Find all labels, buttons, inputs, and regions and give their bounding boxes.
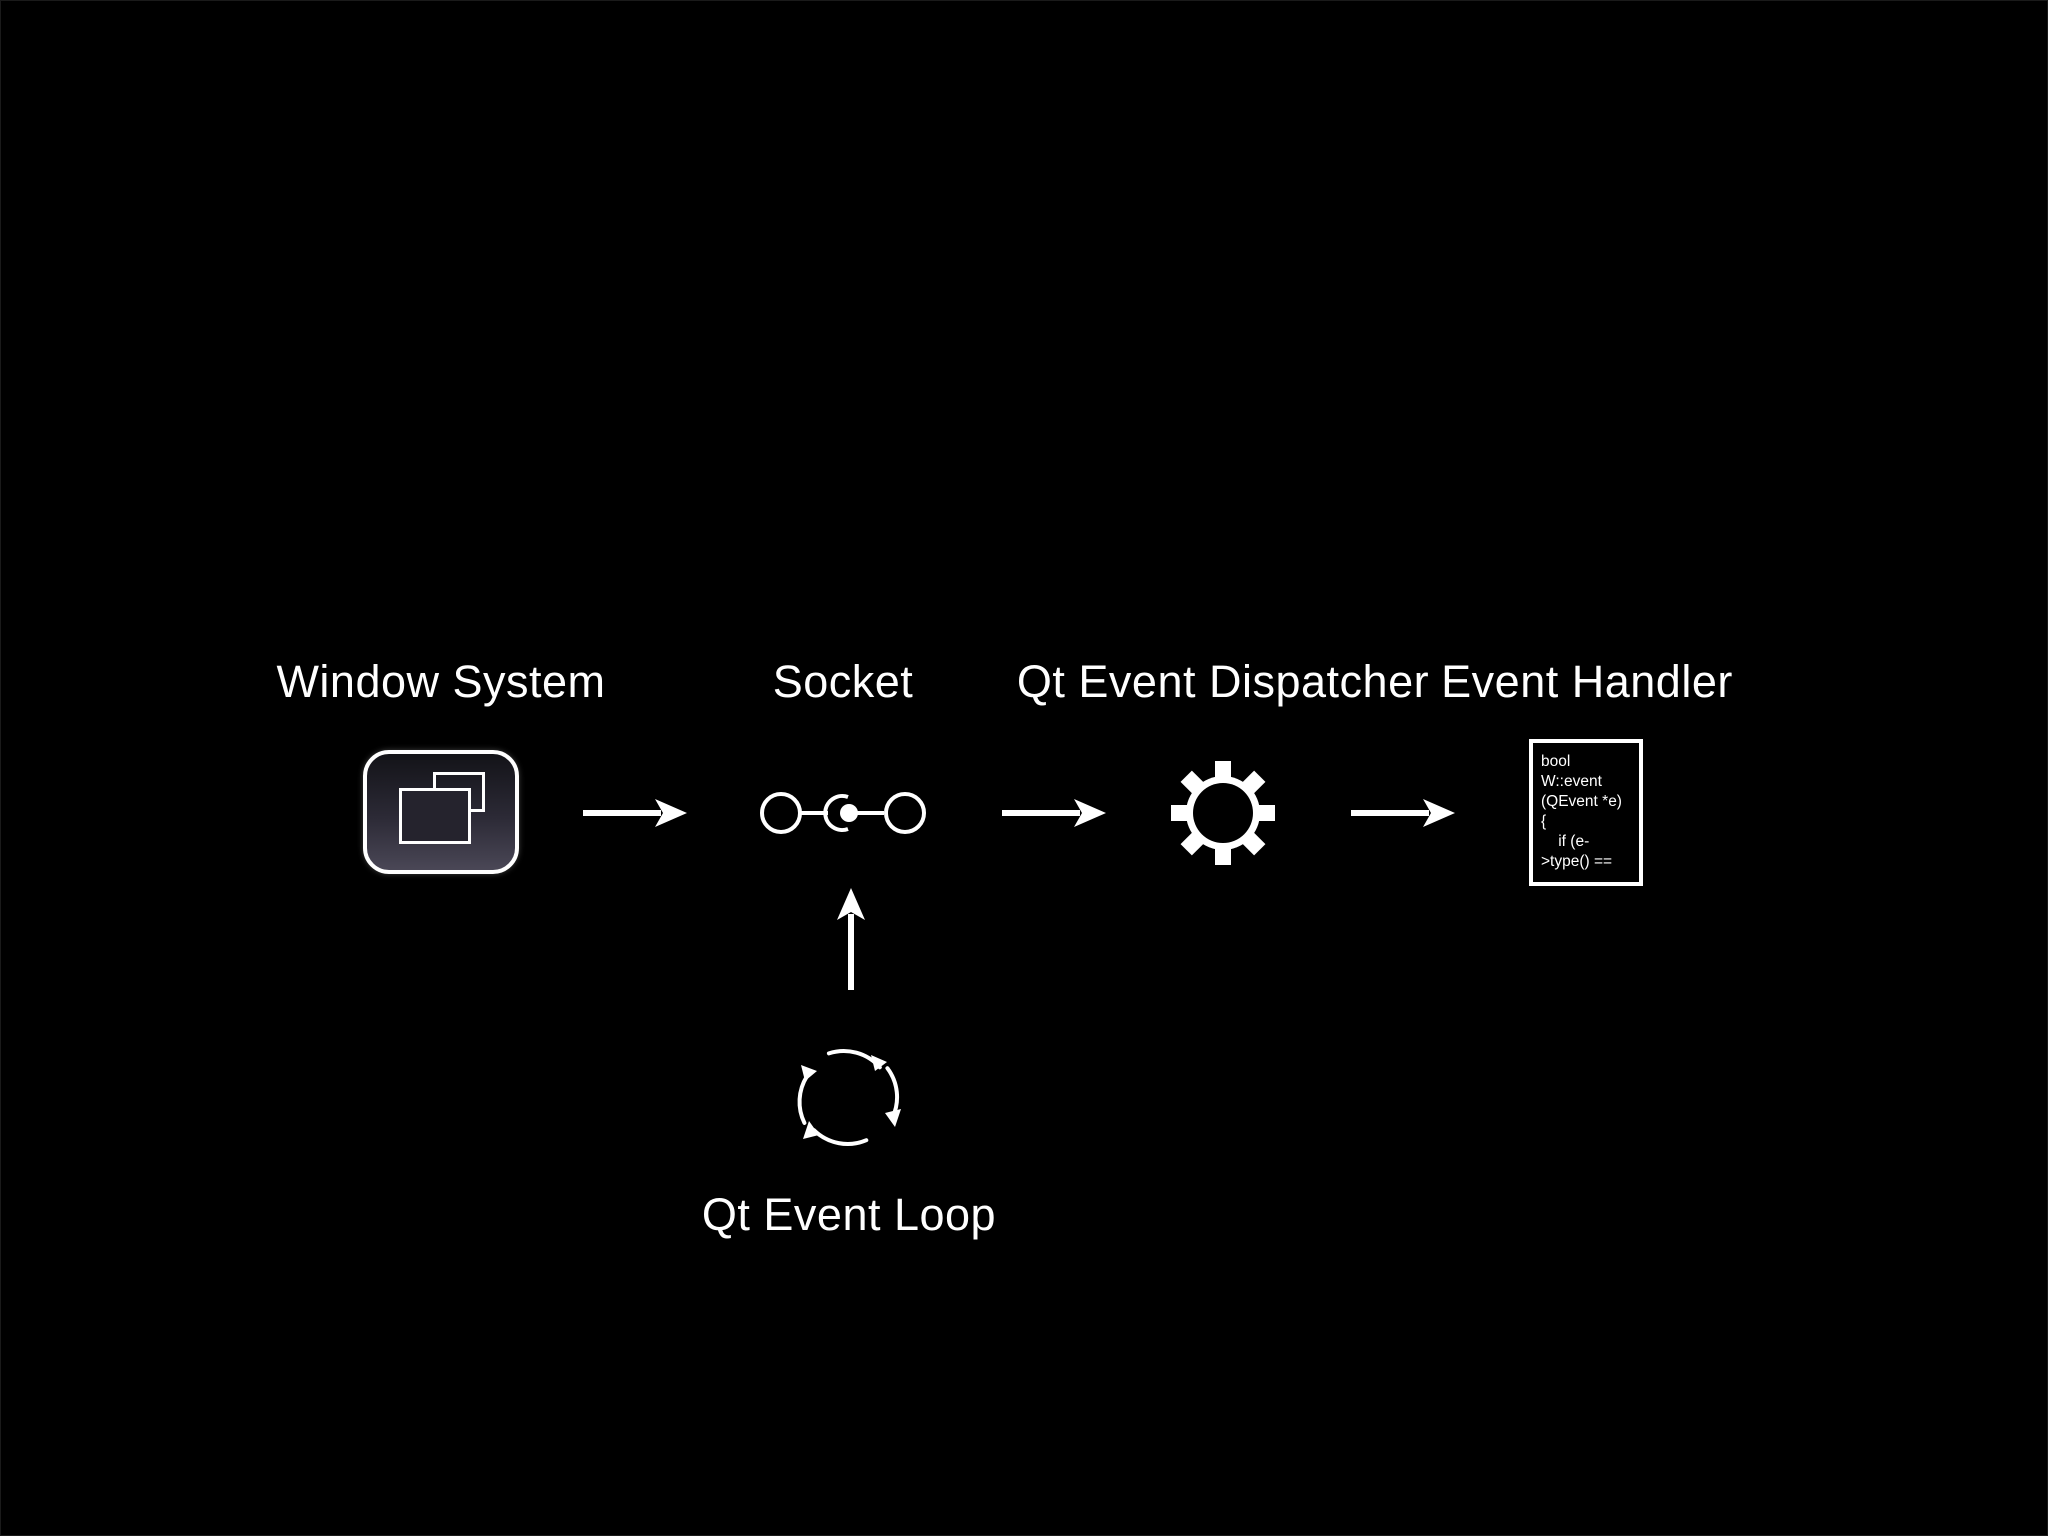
qt-event-dispatcher-label: Qt Event Dispatcher (1016, 656, 1430, 707)
gear-icon (1170, 760, 1276, 866)
window-system-icon (363, 750, 519, 874)
code-document-icon: bool W::event (QEvent *e) { if (e- >type… (1529, 739, 1643, 886)
cycle-icon (787, 1035, 911, 1159)
socket-icon (755, 785, 931, 841)
code-line: (QEvent *e) (1541, 793, 1622, 810)
arrow-dispatcher-to-handler (1351, 796, 1455, 830)
arrow-socket-to-dispatcher (1002, 796, 1106, 830)
code-line: { (1541, 813, 1547, 830)
window-system-label: Window System (276, 656, 606, 707)
front-window-shape (399, 788, 471, 844)
code-line: if (e- (1541, 833, 1590, 850)
qt-event-loop-label: Qt Event Loop (701, 1189, 997, 1240)
socket-label: Socket (772, 656, 914, 707)
code-line: W::event (1541, 773, 1602, 790)
code-line: bool (1541, 753, 1571, 770)
arrow-window-system-to-socket (583, 796, 687, 830)
code-line: >type() == (1541, 853, 1613, 870)
event-handler-label: Event Handler (1441, 656, 1733, 707)
arrow-event-loop-to-socket (834, 888, 868, 990)
